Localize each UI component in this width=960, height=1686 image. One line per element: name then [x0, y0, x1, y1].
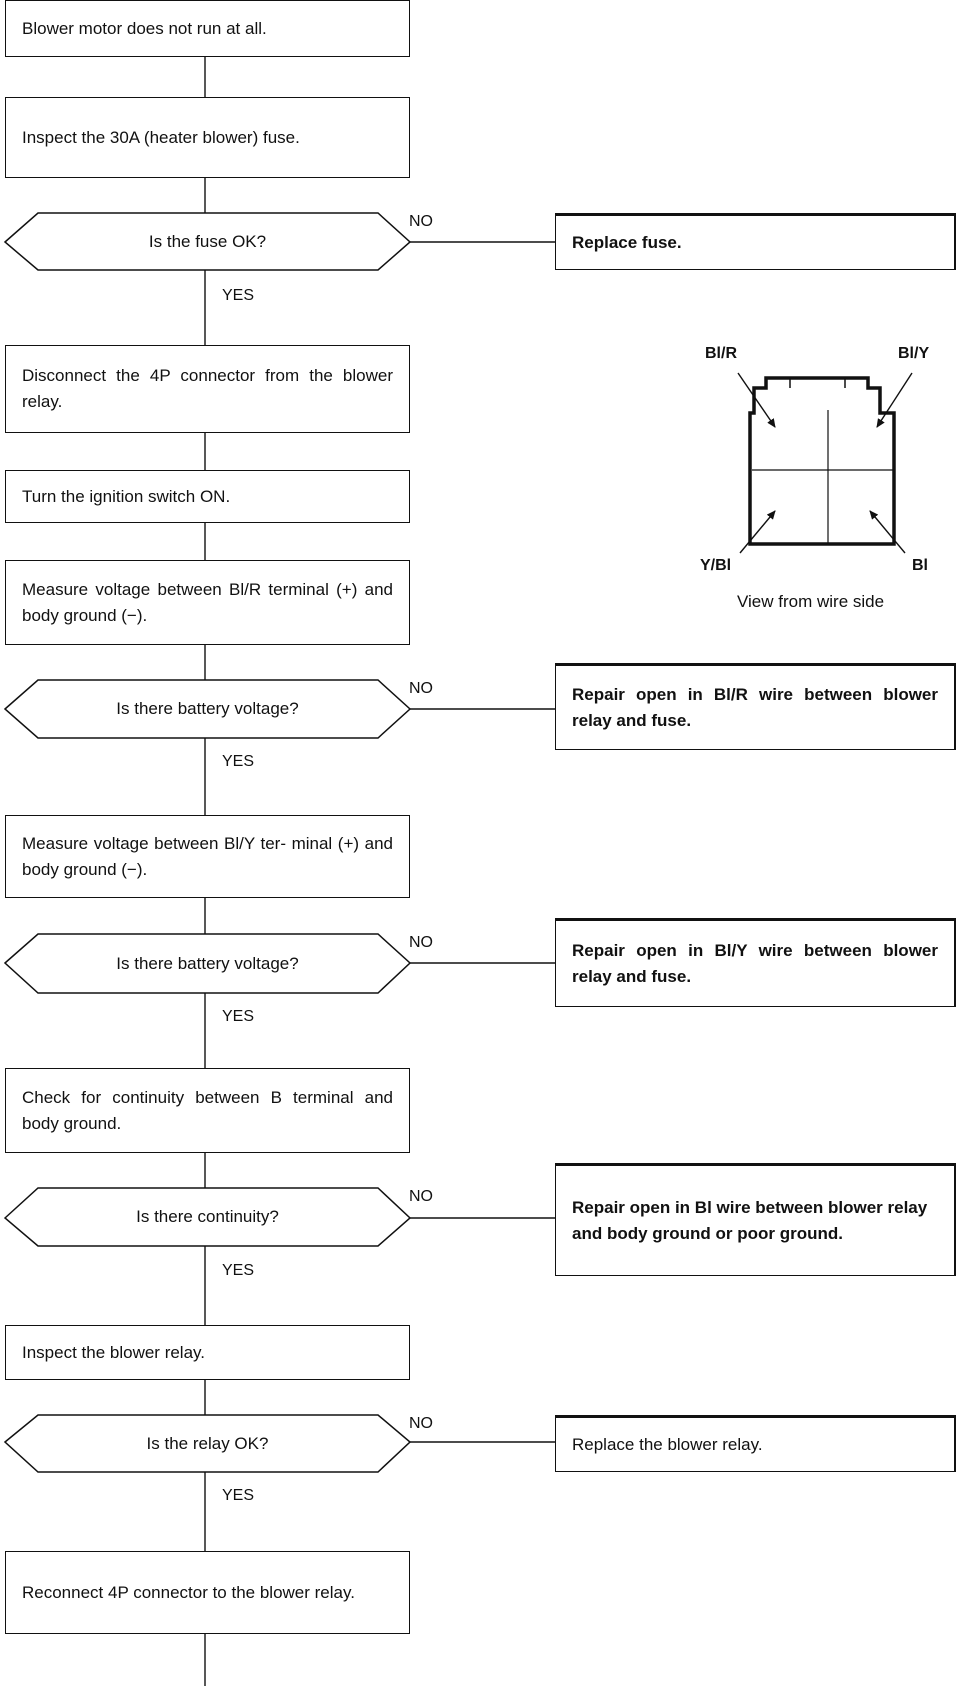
no-label: NO — [409, 213, 433, 230]
yes-label: YES — [222, 753, 255, 770]
yes-label: YES — [222, 1487, 255, 1504]
decision-fuse-ok: Is the fuse OK? — [148, 231, 267, 251]
pin-label-top-left: Bl/R — [705, 345, 737, 362]
step-measure-blr: Measure voltage between Bl/R terminal (+… — [5, 560, 410, 645]
step-reconnect: Reconnect 4P connector to the blower rel… — [5, 1551, 410, 1634]
decision-blr-voltage: Is there battery voltage? — [116, 699, 299, 718]
decision-continuity: Is there continuity? — [136, 1207, 279, 1226]
connector-caption: View from wire side — [737, 592, 885, 611]
step-inspect-fuse: Inspect the 30A (heater blower) fuse. — [5, 97, 410, 178]
step-check-continuity: Check for continuity between B terminal … — [5, 1068, 410, 1153]
pin-label-bottom-left: Y/Bl — [700, 557, 732, 574]
decision-bly-voltage: Is there battery voltage? — [116, 953, 299, 973]
action-repair-bly: Repair open in Bl/Y wire between blower … — [555, 918, 956, 1007]
decision-shape-blr — [3, 679, 412, 739]
yes-label: YES — [222, 1008, 255, 1025]
no-label: NO — [409, 680, 433, 697]
step-symptom: Blower motor does not run at all. — [5, 0, 410, 57]
no-label: NO — [409, 1188, 433, 1205]
no-label: NO — [409, 934, 433, 951]
yes-label: YES — [222, 287, 255, 304]
decision-shape-relay — [3, 1414, 412, 1473]
decision-shape-fuse — [3, 212, 412, 271]
action-replace-relay: Replace the blower relay. — [555, 1415, 956, 1472]
connector-drawing — [748, 376, 896, 546]
decision-relay-ok: Is the relay OK? — [146, 1433, 269, 1453]
action-replace-fuse: Replace fuse. — [555, 213, 956, 270]
pin-arrows — [737, 372, 913, 554]
decision-shape-continuity — [3, 1187, 412, 1247]
step-ignition-on: Turn the ignition switch ON. — [5, 470, 410, 523]
action-repair-blr: Repair open in Bl/R wire between blower … — [555, 663, 956, 750]
yes-label: YES — [222, 1262, 255, 1279]
pin-label-bottom-right: Bl — [912, 557, 928, 574]
pin-label-top-right: Bl/Y — [898, 345, 930, 362]
step-inspect-relay: Inspect the blower relay. — [5, 1325, 410, 1380]
action-repair-bl: Repair open in Bl wire between blower re… — [555, 1163, 956, 1276]
step-measure-bly: Measure voltage between Bl/Y ter- minal … — [5, 815, 410, 898]
no-label: NO — [409, 1415, 433, 1432]
step-disconnect-connector: Disconnect the 4P connector from the blo… — [5, 345, 410, 433]
decision-shape-bly — [3, 933, 412, 994]
